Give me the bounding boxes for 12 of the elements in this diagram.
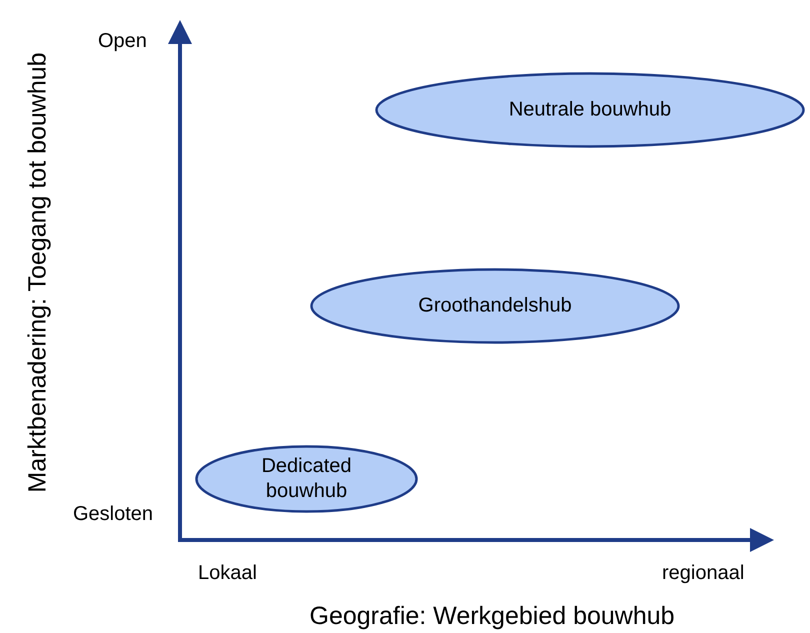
axis-tick-label: Open <box>98 30 147 53</box>
ellipse-label: Neutrale bouwhub <box>508 98 672 122</box>
axis-tick-label: Gesloten <box>73 503 154 526</box>
axis-title: Geografie: Werkgebied bouwhub <box>310 602 675 630</box>
category-ellipse <box>310 268 680 344</box>
category-ellipse <box>375 72 805 148</box>
ellipse-label: Dedicated bouwhub <box>260 454 353 504</box>
category-ellipse <box>195 445 418 513</box>
axis-tick-label: Lokaal <box>198 562 257 585</box>
axis-tick-label: regionaal <box>662 562 744 585</box>
axis-title: Marktbenadering: Toegang tot bouwhub <box>24 52 53 492</box>
ellipse-label: Groothandelshub <box>417 294 573 318</box>
